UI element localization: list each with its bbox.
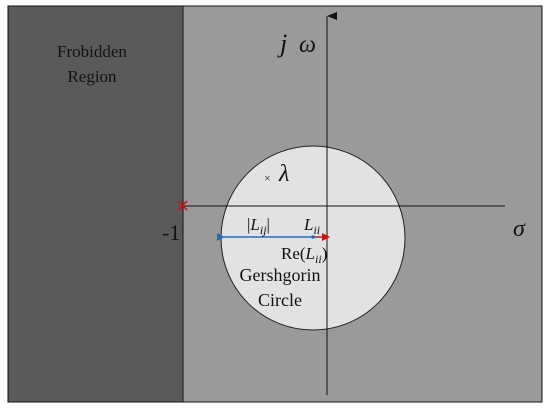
imag-axis-label-j: j (277, 29, 287, 58)
forbidden-region-label-line2: Region (67, 67, 117, 86)
circle-label-line2: Circle (258, 290, 302, 310)
center-label: Lii (303, 215, 320, 237)
forbidden-region-label-line1: Frobidden (57, 42, 127, 61)
imag-axis-label-omega: ω (299, 32, 316, 58)
radius-label: |Lij| (247, 215, 270, 237)
center-real-part-label: Re(Lii) (281, 244, 327, 266)
eigenvalue-marker: × (264, 171, 271, 185)
eigenvalue-label: λ (278, 161, 289, 187)
real-axis-label: σ (513, 216, 526, 242)
circle-center-dot (311, 235, 315, 239)
critical-point-marker (177, 200, 188, 211)
circle-label-line1: Gershgorin (240, 265, 321, 285)
forbidden-region (7, 5, 184, 403)
critical-point-label: -1 (162, 220, 180, 245)
